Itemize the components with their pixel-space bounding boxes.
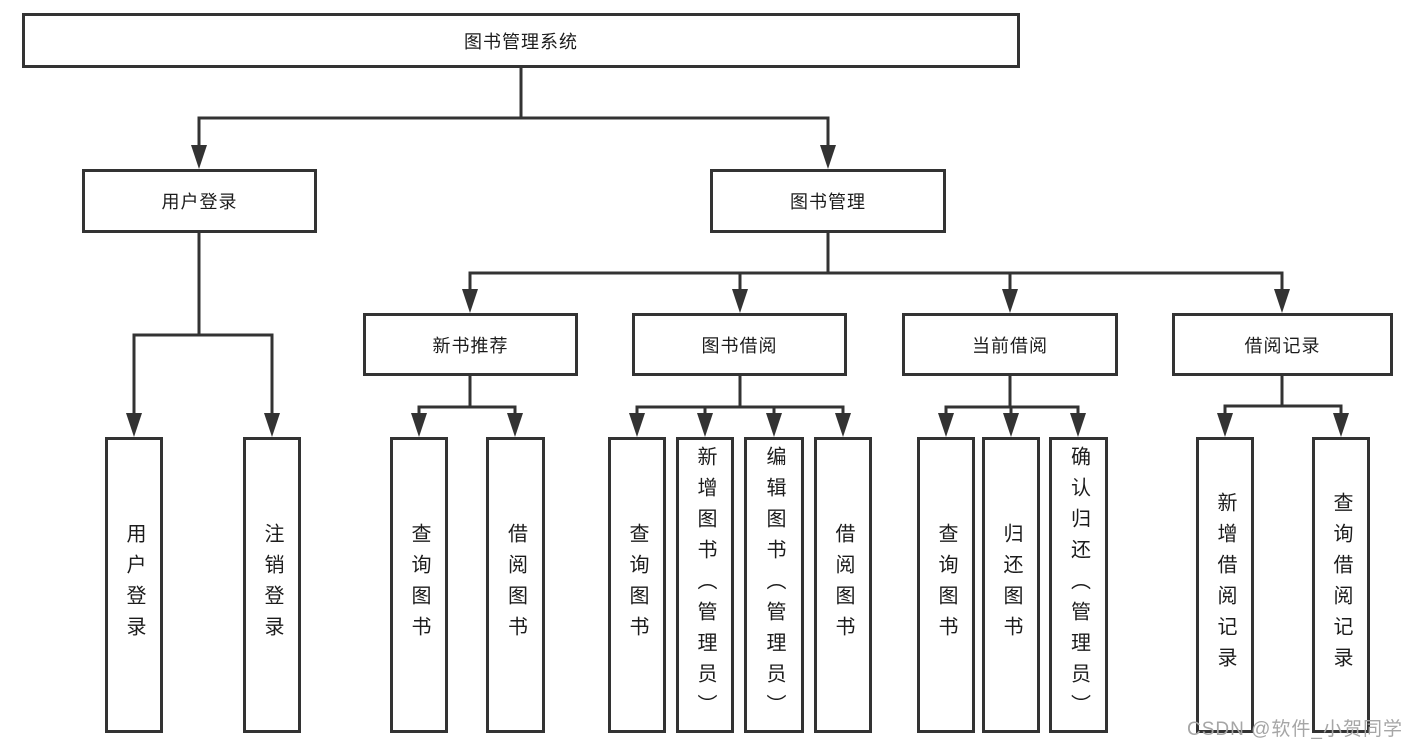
arrowhead (264, 413, 280, 437)
arrowhead (732, 289, 748, 313)
node-borrow-records: 借阅记录 (1172, 313, 1393, 376)
node-new-book-recommend: 新书推荐 (363, 313, 578, 376)
leaf-query-borrow-record: 查询借阅记录 (1312, 437, 1370, 733)
arrowhead (629, 413, 645, 437)
csdn-watermark: CSDN @软件_小贺同学 (1187, 719, 1403, 740)
connector-borrow-records-split (1223, 374, 1343, 415)
arrowhead (462, 289, 478, 313)
arrowhead (411, 413, 427, 437)
arrowhead (766, 413, 782, 437)
node-borrow-records-label: 借阅记录 (1244, 335, 1321, 356)
leaf-user-login: 用户登录 (105, 437, 163, 733)
node-current-borrow-label: 当前借阅 (972, 335, 1048, 356)
leaf-return-book: 归还图书 (982, 437, 1040, 733)
leaf-borrow-books-borrow: 借阅图书 (814, 437, 872, 733)
arrowhead (938, 413, 954, 437)
leaf-label: 新增图书（管理员） (694, 445, 716, 725)
node-book-borrow: 图书借阅 (632, 313, 847, 376)
leaf-label: 查询借阅记录 (1330, 492, 1352, 678)
node-user-login-label: 用户登录 (161, 192, 238, 212)
leaf-query-books-recommend: 查询图书 (390, 437, 448, 733)
leaf-edit-book-admin: 编辑图书（管理员） (744, 437, 804, 733)
leaf-label: 借阅图书 (504, 523, 527, 647)
leaf-logout-login: 注销登录 (243, 437, 301, 733)
leaf-label: 归还图书 (1000, 523, 1022, 647)
arrowhead (1333, 413, 1349, 437)
connector-current-borrow-split (944, 374, 1080, 415)
connector-root-to-level2 (197, 66, 830, 146)
arrowhead (820, 145, 836, 169)
arrowhead (835, 413, 851, 437)
node-new-book-recommend-label: 新书推荐 (432, 335, 509, 356)
arrowhead (1217, 413, 1233, 437)
leaf-add-book-admin: 新增图书（管理员） (676, 437, 734, 733)
leaf-label: 借阅图书 (832, 523, 854, 647)
node-root-label: 图书管理系统 (464, 31, 578, 52)
node-current-borrow: 当前借阅 (902, 313, 1118, 376)
leaf-query-books-current: 查询图书 (917, 437, 975, 733)
leaf-label: 查询图书 (408, 523, 430, 647)
leaf-borrow-books-recommend: 借阅图书 (486, 437, 545, 733)
node-book-management-label: 图书管理 (790, 192, 866, 212)
leaf-label: 用户登录 (123, 523, 145, 647)
arrowhead (191, 145, 207, 169)
arrowhead (507, 413, 523, 437)
leaf-label: 查询图书 (626, 523, 648, 647)
leaf-confirm-return-admin: 确认归还（管理员） (1049, 437, 1108, 733)
arrowhead (1070, 413, 1086, 437)
node-book-management: 图书管理 (710, 169, 946, 233)
leaf-label: 编辑图书（管理员） (763, 445, 785, 725)
leaf-label: 查询图书 (935, 523, 957, 647)
arrowhead (1002, 289, 1018, 313)
leaf-label: 确认归还（管理员） (1067, 445, 1090, 725)
connector-user-login-split (132, 231, 274, 415)
connector-book-borrow-split (635, 374, 845, 415)
connector-new-book-recommend-split (417, 374, 517, 415)
arrowhead (1274, 289, 1290, 313)
node-root: 图书管理系统 (22, 13, 1020, 68)
arrowhead (1003, 413, 1019, 437)
leaf-query-books-borrow: 查询图书 (608, 437, 666, 733)
connector-book-management-split (468, 231, 1284, 291)
leaf-add-borrow-record: 新增借阅记录 (1196, 437, 1254, 733)
leaf-label: 新增借阅记录 (1214, 492, 1236, 678)
arrowhead (697, 413, 713, 437)
node-book-borrow-label: 图书借阅 (701, 335, 778, 356)
leaf-label: 注销登录 (261, 523, 283, 647)
node-user-login: 用户登录 (82, 169, 317, 233)
arrowhead (126, 413, 142, 437)
